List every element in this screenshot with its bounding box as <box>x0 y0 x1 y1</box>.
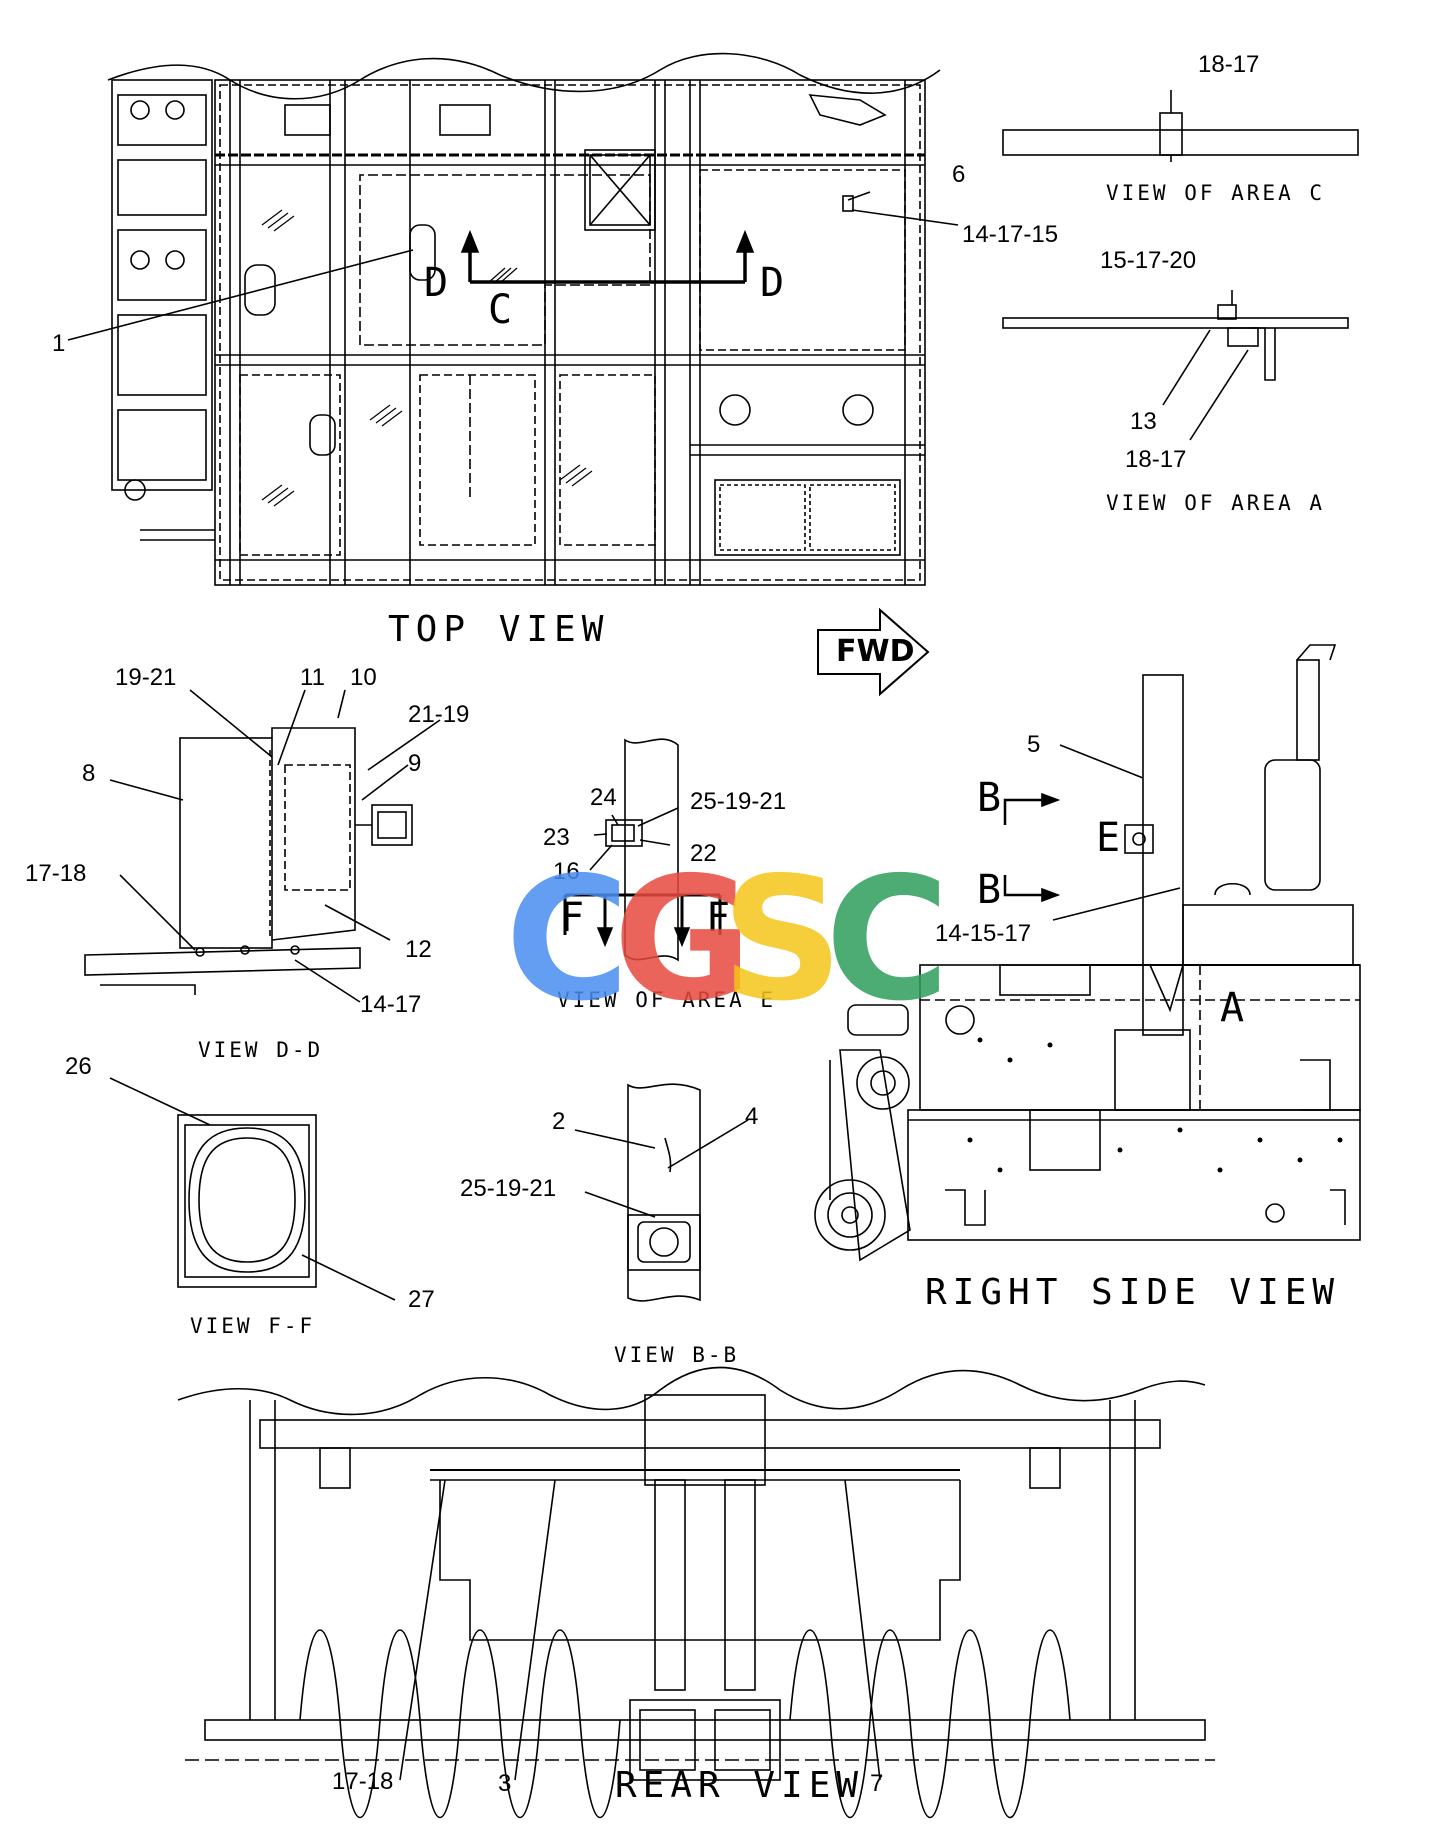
callout-7: 7 <box>870 1770 884 1797</box>
view-area-e-title: VIEW OF AREA E <box>557 988 777 1012</box>
view-b-b-drawing <box>574 1083 749 1302</box>
callout-17-18-dd: 17-18 <box>25 860 87 887</box>
section-marker-d-left: D <box>424 260 449 306</box>
watermark-letter-1: C <box>505 841 630 1039</box>
view-d-d-drawing <box>84 689 441 1003</box>
callout-9: 9 <box>408 750 422 777</box>
callout-23: 23 <box>543 824 570 851</box>
callout-5: 5 <box>1027 731 1041 758</box>
callout-25-19-21-bb: 25-19-21 <box>460 1175 557 1202</box>
callout-4: 4 <box>745 1103 759 1130</box>
callout-19-21-dd: 19-21 <box>115 664 177 691</box>
section-marker-b-top: B <box>977 775 1002 821</box>
cgsc-watermark: C G S C <box>505 841 950 1039</box>
callout-3: 3 <box>498 1770 512 1797</box>
callout-6: 6 <box>952 161 966 188</box>
callout-26: 26 <box>65 1053 92 1080</box>
view-area-a-drawing <box>1002 290 1349 441</box>
callout-24: 24 <box>590 784 617 811</box>
callout-10: 10 <box>350 664 377 691</box>
rear-view-drawing <box>177 1366 1215 1818</box>
callout-14-17: 14-17 <box>360 991 422 1018</box>
watermark-letter-2: G <box>613 841 753 1039</box>
callout-27: 27 <box>408 1286 435 1313</box>
fwd-arrow-shape <box>817 607 930 697</box>
callout-8: 8 <box>82 760 96 787</box>
callout-16: 16 <box>553 858 580 885</box>
callout-2: 2 <box>552 1108 566 1135</box>
section-marker-f-right: F <box>706 895 731 941</box>
watermark-letter-4: C <box>825 841 950 1039</box>
callout-12: 12 <box>405 936 432 963</box>
view-area-a-title: VIEW OF AREA A <box>1106 491 1326 515</box>
section-marker-d-right: D <box>760 260 785 306</box>
view-f-f-drawing <box>109 1077 396 1301</box>
section-marker-b-bottom: B <box>977 867 1002 913</box>
callout-15-17-20: 15-17-20 <box>1100 247 1197 274</box>
callout-22: 22 <box>690 840 717 867</box>
view-f-f-title: VIEW F-F <box>190 1314 316 1338</box>
view-area-c-drawing <box>1002 90 1359 162</box>
section-marker-f-left: F <box>560 895 585 941</box>
callout-25-19-21-e: 25-19-21 <box>690 788 787 815</box>
callout-1: 1 <box>52 330 66 357</box>
rear-view-title: REAR VIEW <box>615 1765 865 1806</box>
callout-11: 11 <box>300 664 325 691</box>
callout-21-19: 21-19 <box>408 701 470 728</box>
callout-14-17-15: 14-17-15 <box>962 221 1059 248</box>
callout-13: 13 <box>1130 408 1157 435</box>
view-area-e-drawing <box>563 738 722 962</box>
area-marker-e: E <box>1096 815 1121 861</box>
callout-17-18-rear: 17-18 <box>332 1768 394 1795</box>
callout-18-17-area-a: 18-17 <box>1125 446 1187 473</box>
view-b-b-title: VIEW B-B <box>614 1343 740 1367</box>
right-side-view-title: RIGHT SIDE VIEW <box>925 1272 1341 1313</box>
area-marker-a: A <box>1220 985 1245 1031</box>
area-marker-c: C <box>488 287 513 333</box>
view-area-c-title: VIEW OF AREA C <box>1106 181 1326 205</box>
watermark-letter-3: S <box>721 841 844 1039</box>
callout-14-15-17: 14-15-17 <box>935 920 1032 947</box>
top-view-drawing <box>67 52 959 586</box>
fwd-label: FWD <box>836 634 915 669</box>
view-d-d-title: VIEW D-D <box>198 1038 324 1062</box>
right-side-view-drawing <box>814 644 1361 1262</box>
callout-18-17-area-c: 18-17 <box>1198 51 1260 78</box>
top-view-title: TOP VIEW <box>388 609 610 650</box>
